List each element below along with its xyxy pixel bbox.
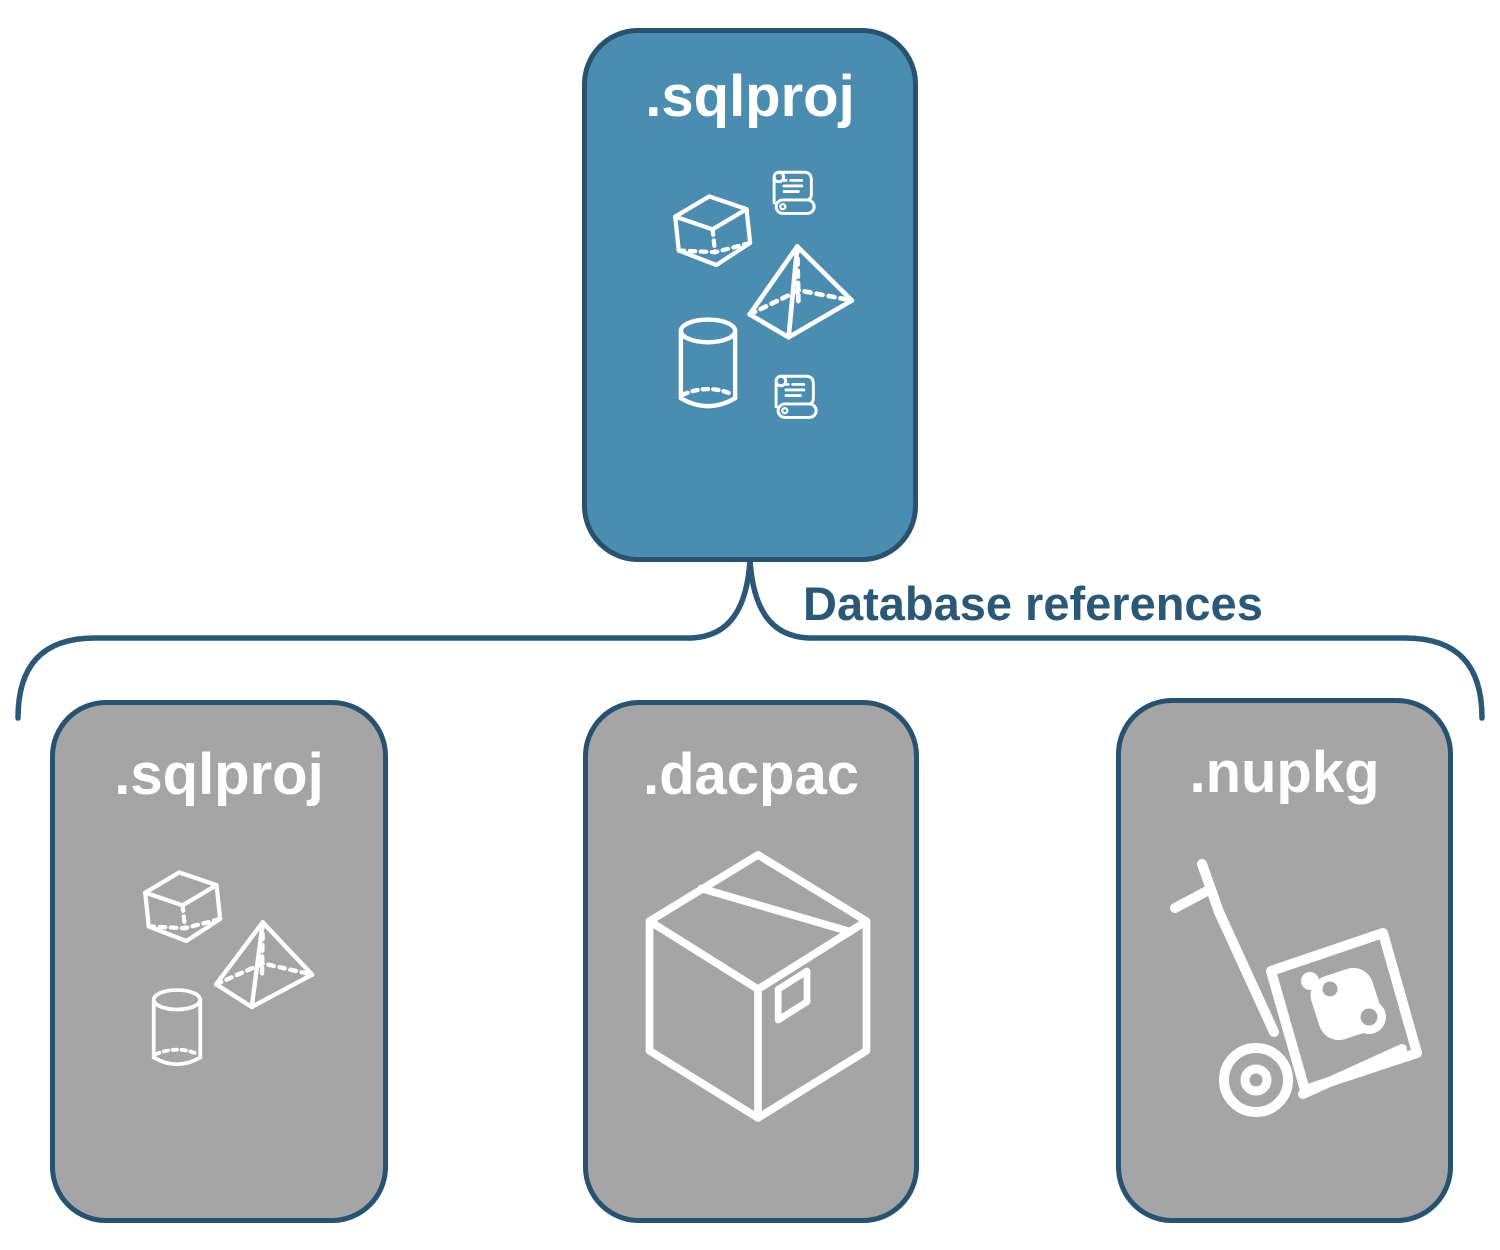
node-child-sqlproj: .sqlproj: [50, 700, 388, 1223]
node-child-nupkg: .nupkg: [1116, 698, 1453, 1223]
node-title: .sqlproj: [114, 742, 324, 807]
hand-truck-package-icon: [1170, 859, 1422, 1117]
pyramid-icon: [210, 917, 314, 1011]
cylinder-icon: [673, 313, 743, 417]
scroll-icon: [772, 170, 816, 215]
node-root-sqlproj: .sqlproj: [582, 28, 918, 562]
database-references-label: Database references: [803, 577, 1263, 630]
node-title: .dacpac: [643, 742, 859, 807]
package-box-icon: [645, 851, 871, 1122]
cylinder-icon: [151, 988, 203, 1067]
node-child-dacpac: .dacpac: [583, 700, 919, 1223]
pyramid-icon: [742, 243, 854, 339]
node-title: .sqlproj: [645, 64, 855, 129]
scroll-icon: [774, 374, 818, 419]
node-title: .nupkg: [1189, 740, 1380, 805]
